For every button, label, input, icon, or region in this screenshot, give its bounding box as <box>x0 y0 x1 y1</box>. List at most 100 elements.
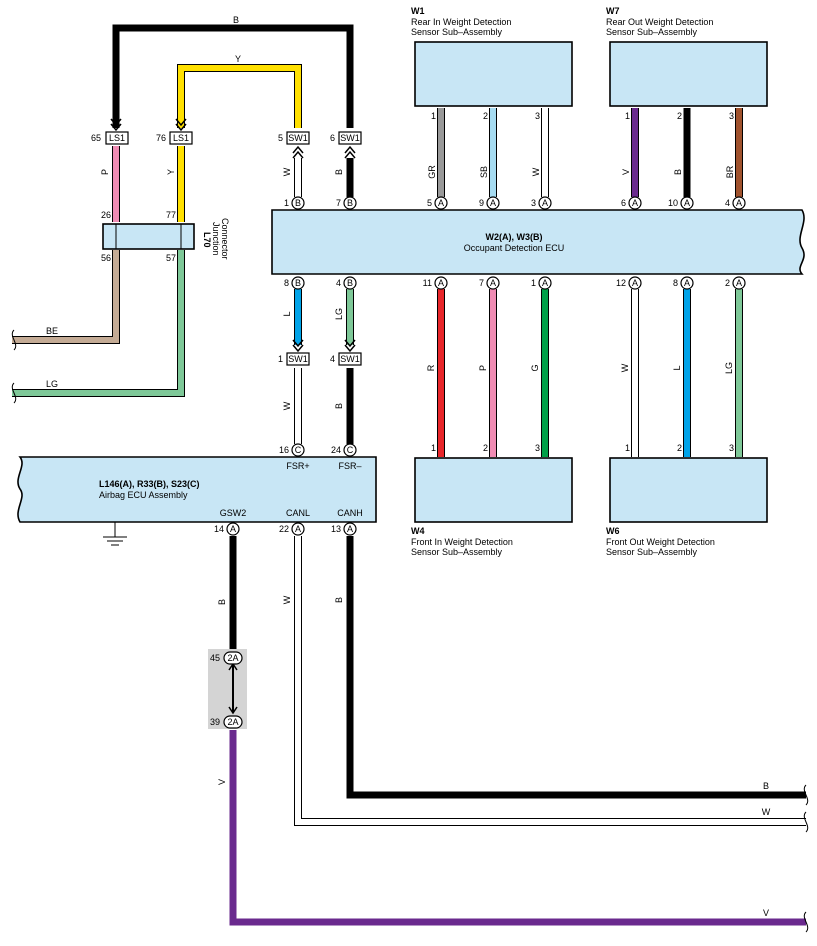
pin-circle-ecu-top-3: A <box>538 196 552 210</box>
pin-airbag-24: 24 <box>331 445 341 455</box>
pin-ecu-top-1: 1 <box>284 198 289 208</box>
pin-circle-ecu-top-5: A <box>434 196 448 210</box>
svg-text:A: A <box>542 198 548 208</box>
svg-text:GR: GR <box>427 165 437 179</box>
svg-text:A: A <box>542 278 548 288</box>
ecu-code: W2(A), W3(B) <box>486 232 543 242</box>
wire-label-w1-sb: SB <box>479 166 489 178</box>
terminal-fsr-minus: FSR– <box>338 461 361 471</box>
wire-label-w1-w: W <box>531 167 541 176</box>
pin-ecu-bot-2: 2 <box>725 278 730 288</box>
svg-text:W: W <box>282 167 292 176</box>
sw1-label-4: SW1 <box>340 354 360 364</box>
wire-label-w6-lg: LG <box>724 362 734 374</box>
w1-name-1: Rear In Weight Detection <box>411 17 511 27</box>
wire-label-w4-g: G <box>530 364 540 371</box>
pin-c2a-45: 45 <box>210 653 220 663</box>
w4-name-2: Sensor Sub–Assembly <box>411 547 503 557</box>
wire-y-top-loop-outline <box>177 64 302 128</box>
pin-airbag-14: 14 <box>214 524 224 534</box>
wire-label-right-v: V <box>763 908 769 918</box>
wire-label-ecu-lg: LG <box>334 308 344 320</box>
svg-text:A: A <box>438 198 444 208</box>
wire-y-top-loop <box>178 65 301 128</box>
pin-jc-26: 26 <box>101 210 111 220</box>
pin-ls1-65: 65 <box>91 133 101 143</box>
ecu-name: Occupant Detection ECU <box>464 243 565 253</box>
svg-text:A: A <box>438 278 444 288</box>
svg-text:B: B <box>217 599 227 605</box>
wire-label-w6-w: W <box>620 363 630 372</box>
sw1-label-6: SW1 <box>340 133 360 143</box>
wire-label-ls1-65: P <box>100 169 110 175</box>
pin-circle-ecu-bot-2: A <box>732 276 746 290</box>
chevron-sw1-1 <box>292 339 304 353</box>
wire-label-canh-b: B <box>334 597 344 603</box>
wire-label-right-b: B <box>763 781 769 791</box>
w4-code: W4 <box>411 526 425 536</box>
pin-circle-ecu-top-9: A <box>486 196 500 210</box>
svg-text:LG: LG <box>334 308 344 320</box>
wire-v-bottom <box>229 730 806 926</box>
svg-text:P: P <box>100 169 110 175</box>
wire-label-be: BE <box>46 326 58 336</box>
svg-text:B: B <box>334 169 344 175</box>
pin-circle-airbag-22: A <box>291 522 305 536</box>
airbag-ecu-box <box>17 456 377 523</box>
svg-text:SB: SB <box>479 166 489 178</box>
pin-w6-3: 3 <box>729 443 734 453</box>
wire-label-gsw2-b: B <box>217 599 227 605</box>
pin-ecu-top-3: 3 <box>531 198 536 208</box>
pin-w4-1: 1 <box>431 443 436 453</box>
wire-lg <box>12 250 184 396</box>
svg-text:R: R <box>426 364 436 371</box>
pin-sw1-mid-4: 4 <box>330 354 335 364</box>
wire-label-w6-l: L <box>672 365 682 370</box>
w7-code: W7 <box>606 6 620 16</box>
chevron-ls1-76 <box>175 118 187 132</box>
svg-text:V: V <box>621 169 631 175</box>
airbag-code: L146(A), R33(B), S23(C) <box>99 479 200 489</box>
w7-sensor-box <box>609 41 768 107</box>
c2a-label-39: 2A <box>227 717 238 727</box>
pin-circle-ecu-top-7: B <box>343 196 357 210</box>
occupant-detection-ecu-box <box>271 209 805 275</box>
w6-code: W6 <box>606 526 620 536</box>
pin-circle-ecu-bot-7: A <box>486 276 500 290</box>
wire-label-lg: LG <box>46 379 58 389</box>
pin-c2a-39: 39 <box>210 717 220 727</box>
pin-ecu-bot-7: 7 <box>479 278 484 288</box>
svg-text:W: W <box>282 401 292 410</box>
pin-ecu-top-9: 9 <box>479 198 484 208</box>
wire-label-top-y: Y <box>235 54 241 64</box>
pin-sw1-5: 5 <box>278 133 283 143</box>
wire-lg-outline <box>12 250 185 397</box>
sw1-label-1: SW1 <box>288 354 308 364</box>
pin-w1-3: 3 <box>535 111 540 121</box>
terminal-fsr-plus: FSR+ <box>286 461 309 471</box>
svg-text:G: G <box>530 364 540 371</box>
junction-code: L70 <box>202 232 212 248</box>
ls1-label-65: LS1 <box>109 133 125 143</box>
w1-sensor-box <box>414 41 573 107</box>
svg-text:A: A <box>347 524 353 534</box>
pin-circle-ecu-bot-1: A <box>538 276 552 290</box>
svg-text:A: A <box>295 524 301 534</box>
wire-w-canl-outline <box>294 536 806 826</box>
svg-text:L: L <box>282 311 292 316</box>
pin-ecu-bot-12: 12 <box>616 278 626 288</box>
svg-text:LG: LG <box>724 362 734 374</box>
svg-text:A: A <box>684 278 690 288</box>
w1-code: W1 <box>411 6 425 16</box>
chevron-sw1-4 <box>344 339 356 353</box>
w6-name-2: Sensor Sub–Assembly <box>606 547 698 557</box>
pin-jc-56: 56 <box>101 253 111 263</box>
svg-text:A: A <box>736 278 742 288</box>
svg-text:L: L <box>672 365 682 370</box>
svg-text:A: A <box>230 524 236 534</box>
pin-airbag-22: 22 <box>279 524 289 534</box>
pin-ecu-bot-4: 4 <box>336 278 341 288</box>
pin-w1-1: 1 <box>431 111 436 121</box>
break-mark-right-v <box>803 911 809 933</box>
